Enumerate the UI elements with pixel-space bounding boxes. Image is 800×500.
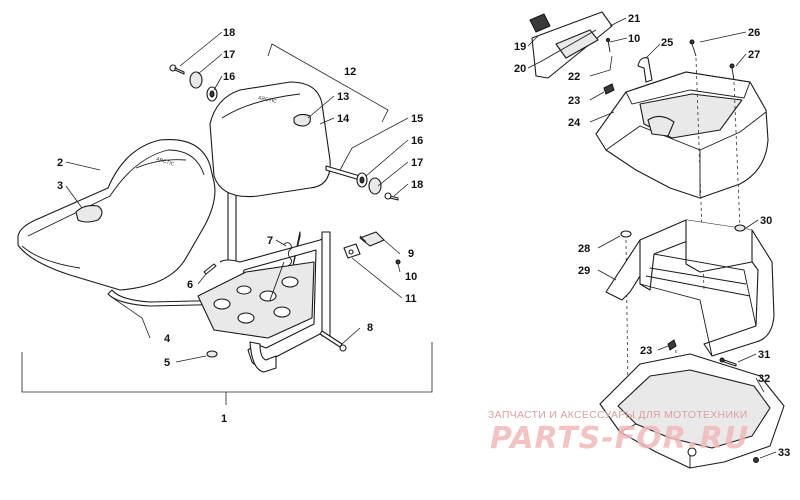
storage-box xyxy=(595,71,769,199)
callout-16a: 16 xyxy=(223,71,235,83)
callout-11: 11 xyxy=(405,293,417,305)
callout-31: 31 xyxy=(758,349,770,361)
callout-21: 21 xyxy=(628,13,640,25)
callout-23a: 23 xyxy=(568,95,580,107)
callout-28: 28 xyxy=(578,243,590,255)
callout-17a: 17 xyxy=(223,49,235,61)
license-plate-bracket xyxy=(529,11,613,79)
spring-7 xyxy=(269,242,293,301)
washer-30 xyxy=(734,224,746,232)
base-tray xyxy=(599,353,785,469)
seat-cushion: ARCTIC xyxy=(17,138,216,291)
latch-9 xyxy=(359,231,385,247)
clip-23b xyxy=(667,339,677,351)
bolt-31 xyxy=(719,357,737,367)
svg-text:ARCTIC: ARCTIC xyxy=(155,156,175,168)
callout-25: 25 xyxy=(661,37,673,49)
callout-33: 33 xyxy=(778,447,790,459)
callout-12: 12 xyxy=(344,66,356,78)
backrest-pad: ARCTIC xyxy=(209,81,331,198)
leader-lines-right xyxy=(527,17,777,459)
strap-25 xyxy=(637,57,653,83)
callout-1: 1 xyxy=(221,413,227,425)
callout-15: 15 xyxy=(411,113,423,125)
watermark-brand: PARTS-FOR.RU xyxy=(490,421,749,456)
callout-13: 13 xyxy=(337,91,349,103)
assembly-bracket-1 xyxy=(21,342,433,405)
washer-28 xyxy=(620,230,632,238)
latch-plate-11 xyxy=(343,243,361,259)
callout-18a: 18 xyxy=(223,27,235,39)
hardware-6 xyxy=(203,263,217,275)
callout-10a: 10 xyxy=(405,271,417,283)
callout-5: 5 xyxy=(164,357,170,369)
screw-27 xyxy=(729,63,735,81)
callout-29: 29 xyxy=(578,265,590,277)
rack-frame xyxy=(605,219,775,357)
screw-10b xyxy=(605,37,611,53)
callout-6: 6 xyxy=(187,279,193,291)
washer-16a xyxy=(206,86,218,102)
callout-18b: 18 xyxy=(411,179,423,191)
callout-30: 30 xyxy=(760,215,772,227)
screw-10a xyxy=(395,259,401,265)
watermark: ЗАПЧАСТИ И АКСЕССУАРЫ ДЛЯ МОТОТЕХНИКИ PA… xyxy=(488,409,749,456)
clip-23a xyxy=(603,83,615,95)
screw-33 xyxy=(753,457,759,463)
svg-text:ARCTIC: ARCTIC xyxy=(258,95,278,105)
callout-32: 32 xyxy=(758,373,770,385)
callout-9: 9 xyxy=(408,248,414,260)
callout-2: 2 xyxy=(57,157,63,169)
bolt-8 xyxy=(319,330,347,352)
watermark-subtitle: ЗАПЧАСТИ И АКСЕССУАРЫ ДЛЯ МОТОТЕХНИКИ xyxy=(488,409,748,421)
callout-24: 24 xyxy=(568,117,581,129)
backrest-shaft-15 xyxy=(325,165,361,181)
callout-16b: 16 xyxy=(411,135,423,147)
callout-7: 7 xyxy=(267,235,273,247)
bolt-18a xyxy=(169,64,185,75)
callout-27: 27 xyxy=(748,49,760,61)
callout-14: 14 xyxy=(337,113,350,125)
bushing-17b xyxy=(368,177,382,195)
callout-10b: 10 xyxy=(628,33,640,45)
callout-26: 26 xyxy=(748,27,760,39)
callout-20: 20 xyxy=(514,63,526,75)
seat-frame xyxy=(107,175,331,373)
callout-8: 8 xyxy=(367,322,373,334)
callout-4: 4 xyxy=(164,333,171,345)
seat-badge xyxy=(75,205,103,223)
hardware-5 xyxy=(206,350,218,358)
callout-23b: 23 xyxy=(640,345,652,357)
callout-3: 3 xyxy=(57,180,63,192)
bushing-17a xyxy=(189,71,203,89)
washer-16b xyxy=(356,172,368,188)
screw-26 xyxy=(689,39,697,57)
callout-17b: 17 xyxy=(411,157,423,169)
backrest-bracket-12 xyxy=(267,43,389,123)
callout-19: 19 xyxy=(514,41,526,53)
bolt-18b xyxy=(384,192,399,201)
leader-lines-left xyxy=(65,31,409,363)
callout-22: 22 xyxy=(568,71,580,83)
